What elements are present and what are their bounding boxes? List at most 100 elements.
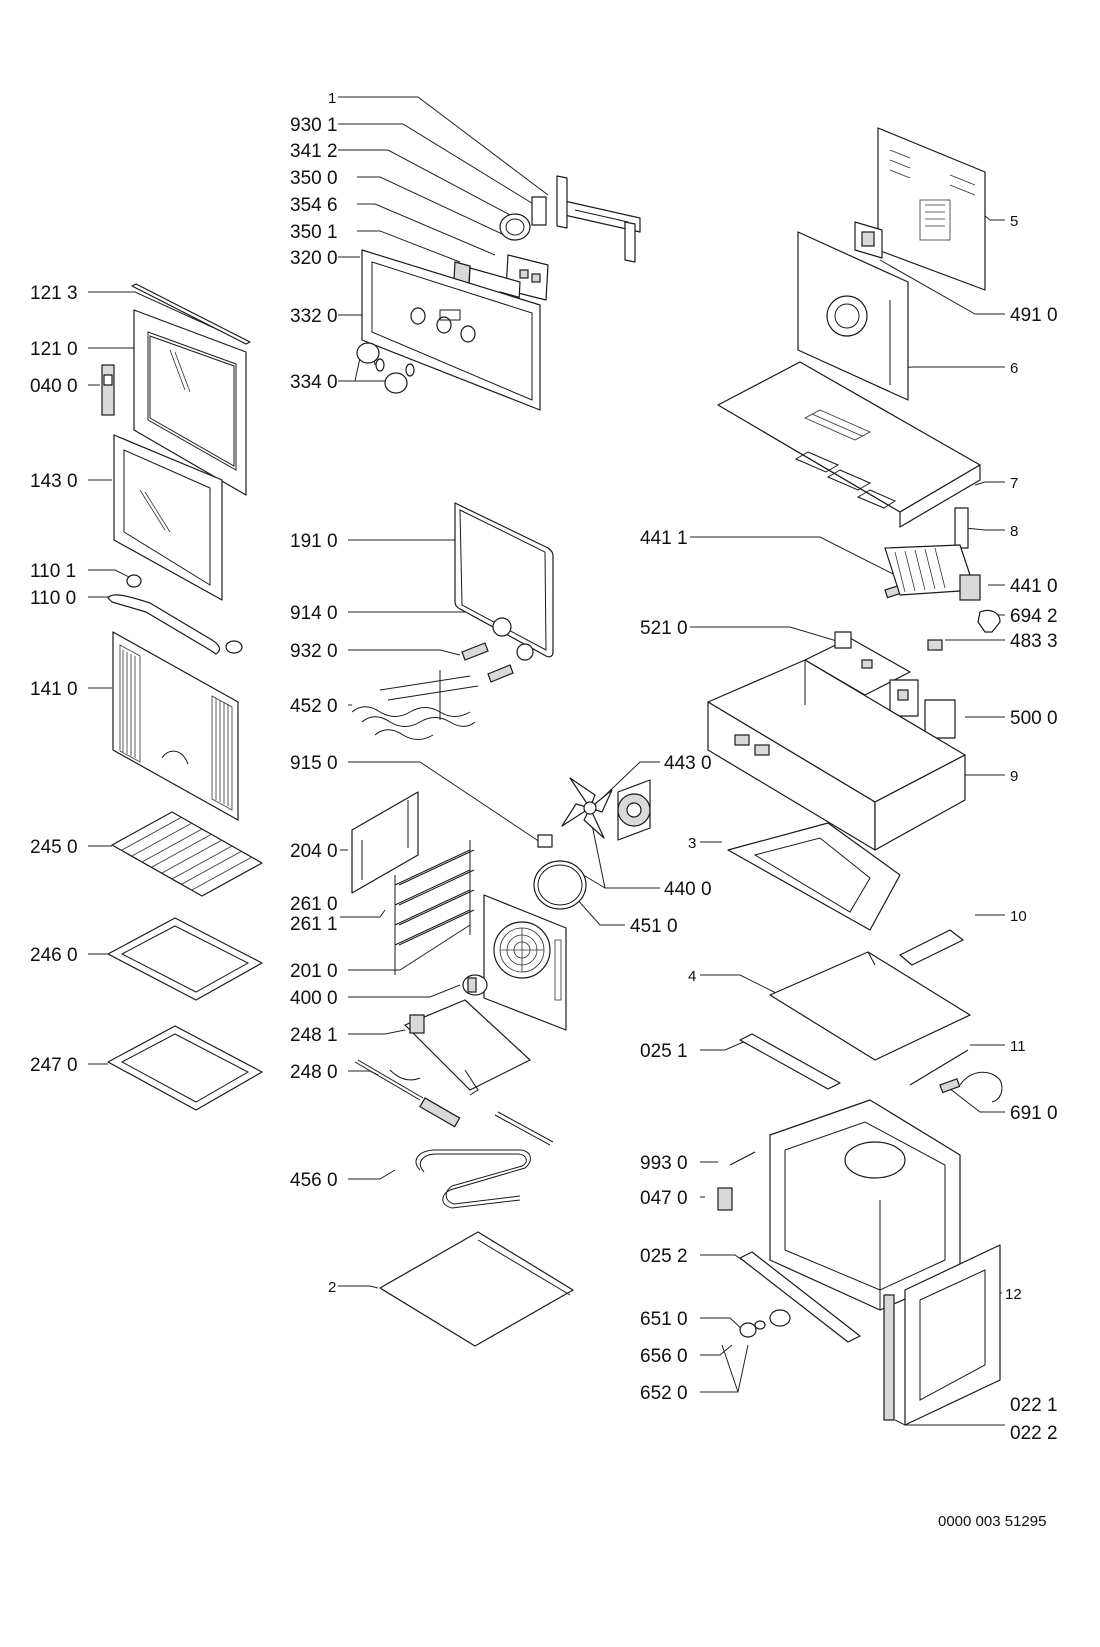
label-part-248-0: 248 0 [290, 1062, 338, 1083]
label-part-7: 7 [1010, 475, 1018, 492]
label-part-334-0: 334 0 [290, 372, 338, 393]
label-part-691-0: 691 0 [1010, 1103, 1058, 1124]
label-part-400-0: 400 0 [290, 988, 338, 1009]
label-part-245-0: 245 0 [30, 837, 78, 858]
label-part-246-0: 246 0 [30, 945, 78, 966]
part-691-0-lamp-assembly [939, 1071, 1003, 1103]
label-part-500-0: 500 0 [1010, 708, 1058, 729]
label-part-915-0: 915 0 [290, 753, 338, 774]
part-932-0-spring [461, 642, 514, 683]
part-915-0 [537, 834, 553, 848]
part-labels: 1 930 1 341 2 350 0 354 6 350 1 320 0 33… [30, 90, 1058, 1444]
part-8 [954, 507, 969, 549]
part-456-0-bottom-element [415, 1111, 554, 1209]
part-7-top-cover [717, 361, 981, 528]
label-part-6: 6 [1010, 360, 1018, 377]
part-247-0-tray [107, 1025, 263, 1111]
label-part-2: 2 [328, 1279, 336, 1296]
part-451-0-ring [533, 860, 587, 910]
label-part-521-0: 521 0 [640, 618, 688, 639]
part-191-0-gasket [454, 502, 554, 658]
label-part-143-0: 143 0 [30, 471, 78, 492]
label-part-025-1: 025 1 [640, 1041, 688, 1062]
part-025-1-rail [739, 1033, 841, 1090]
label-part-248-1: 248 1 [290, 1025, 338, 1046]
label-part-201-0: 201 0 [290, 961, 338, 982]
label-part-451-0: 451 0 [630, 916, 678, 937]
part-332-0-knobs [356, 342, 415, 394]
label-part-110-1: 110 1 [30, 561, 76, 582]
label-part-3: 3 [688, 835, 696, 852]
label-part-441-1: 441 1 [640, 528, 688, 549]
part-245-0-wire-rack [111, 811, 263, 897]
part-3-plate [727, 822, 901, 931]
part-246-0-tray [107, 917, 263, 1001]
part-141-0-outer-glass [112, 631, 239, 821]
label-part-204-0: 204 0 [290, 841, 338, 862]
label-part-491-0: 491 0 [1010, 305, 1058, 326]
part-bracket-1 [556, 175, 641, 263]
part-143-0-inner-glass [113, 434, 223, 601]
label-part-025-2: 025 2 [640, 1246, 688, 1267]
label-part-121-3: 121 3 [30, 283, 78, 304]
part-6-rear-panel [797, 231, 909, 401]
label-part-4: 4 [688, 968, 696, 985]
label-part-440-0: 440 0 [664, 879, 712, 900]
part-040-0-hinge [101, 364, 115, 416]
label-part-047-0: 047 0 [640, 1188, 688, 1209]
part-993-0-screw [729, 1151, 756, 1166]
part-121-3-strip [131, 283, 251, 345]
part-443-0-fan-motor [617, 779, 651, 841]
label-part-141-0: 141 0 [30, 679, 78, 700]
part-341-2-ring [499, 213, 531, 241]
part-930-1 [531, 196, 547, 226]
label-part-121-0: 121 0 [30, 339, 78, 360]
label-part-930-1: 930 1 [290, 115, 338, 136]
label-part-12: 12 [1005, 1286, 1022, 1303]
label-part-10: 10 [1010, 908, 1027, 925]
label-part-11: 11 [1010, 1038, 1026, 1055]
label-part-5: 5 [1010, 213, 1018, 230]
label-part-9: 9 [1010, 768, 1018, 785]
part-261-0-shelf-runner [394, 840, 475, 975]
part-441-0-tangential-fan [884, 544, 981, 601]
label-part-022-1: 022 1 [1010, 1395, 1058, 1416]
label-part-656-0: 656 0 [640, 1346, 688, 1367]
label-part-651-0: 651 0 [640, 1309, 688, 1330]
label-part-332-0: 332 0 [290, 306, 338, 327]
label-part-443-0: 443 0 [664, 753, 712, 774]
label-part-694-2: 694 2 [1010, 606, 1058, 627]
part-651-0-lamp [739, 1309, 791, 1338]
part-oven-cavity [769, 1099, 961, 1311]
label-part-040-0: 040 0 [30, 376, 78, 397]
part-110-0-gasket-rod [107, 574, 243, 655]
part-047-0 [717, 1187, 733, 1211]
document-code: 0000 003 51295 [938, 1513, 1046, 1530]
part-483-3 [927, 639, 943, 651]
part-400-0-thermostat [462, 974, 488, 996]
label-part-993-0: 993 0 [640, 1153, 688, 1174]
label-part-350-0: 350 0 [290, 168, 338, 189]
part-248-0-probe [354, 1059, 461, 1128]
part-500-0-switches [889, 679, 956, 739]
label-part-110-0: 110 0 [30, 588, 76, 609]
label-part-483-3: 483 3 [1010, 631, 1058, 652]
label-part-247-0: 247 0 [30, 1055, 78, 1076]
label-part-8: 8 [1010, 523, 1018, 540]
part-320-0-control-panel [361, 249, 541, 411]
label-part-191-0: 191 0 [290, 531, 338, 552]
label-part-261-0: 261 0 [290, 894, 338, 915]
label-part-354-6: 354 6 [290, 195, 338, 216]
label-part-261-1: 261 1 [290, 914, 338, 935]
part-521-0-control-board [804, 631, 911, 696]
part-2-bottom-plate [379, 1231, 574, 1347]
part-914-0-nut [492, 617, 534, 661]
part-9-chassis [707, 659, 966, 851]
label-part-022-2: 022 2 [1010, 1423, 1058, 1444]
part-694-2 [977, 609, 1001, 633]
part-491-0-relay [854, 221, 883, 259]
part-4-side-plate [769, 951, 971, 1061]
part-025-2-rail [739, 1251, 861, 1343]
